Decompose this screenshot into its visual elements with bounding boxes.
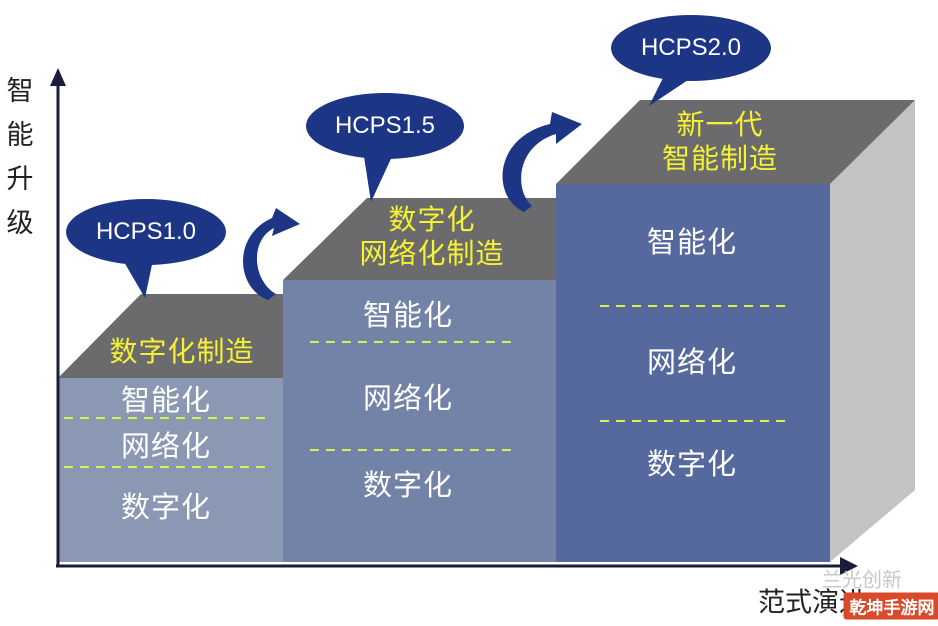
step3-layer-digital: 数字化: [647, 441, 737, 483]
step1-top-label-line: 数字化制造: [109, 335, 254, 369]
step3-top-label: 新一代 智能制造: [662, 108, 778, 176]
watermark-site: 乾坤手游网: [844, 593, 938, 620]
step1-layer-digital: 数字化: [121, 484, 211, 526]
version-label-hcps15: HCPS1.5: [335, 112, 435, 140]
version-label-hcps20: HCPS2.0: [641, 34, 741, 62]
y-axis-char: 智: [4, 70, 36, 114]
bubble-hcps10-tail: [120, 255, 154, 298]
y-axis-char: 能: [4, 114, 36, 158]
watermark-account: 兰光创新: [822, 564, 902, 593]
step2-layer-digital: 数字化: [363, 462, 453, 504]
step2-top-label-line: 网络化制造: [359, 237, 504, 271]
y-axis-char: 级: [4, 202, 36, 246]
step3-layer-network: 网络化: [647, 339, 737, 381]
step2-top-label-line: 数字化: [359, 203, 504, 237]
step3-top-label-line: 新一代: [662, 108, 778, 142]
step2-top-label: 数字化 网络化制造: [359, 203, 504, 271]
y-axis-char: 升: [4, 158, 36, 202]
bubble-hcps15-tail: [363, 150, 395, 202]
step2-layer-intelligent: 智能化: [363, 292, 453, 334]
step1-top-label: 数字化制造: [109, 335, 254, 369]
step2-layer-network: 网络化: [363, 375, 453, 417]
step1-layer-network: 网络化: [121, 423, 211, 465]
step3-top-label-line: 智能制造: [662, 142, 778, 176]
version-label-hcps10: HCPS1.0: [96, 218, 196, 246]
y-axis-arrow-icon: [50, 68, 66, 86]
y-axis-label: 智 能 升 级: [4, 70, 36, 246]
step1-layer-intelligent: 智能化: [121, 377, 211, 419]
step3-layer-intelligent: 智能化: [647, 219, 737, 261]
